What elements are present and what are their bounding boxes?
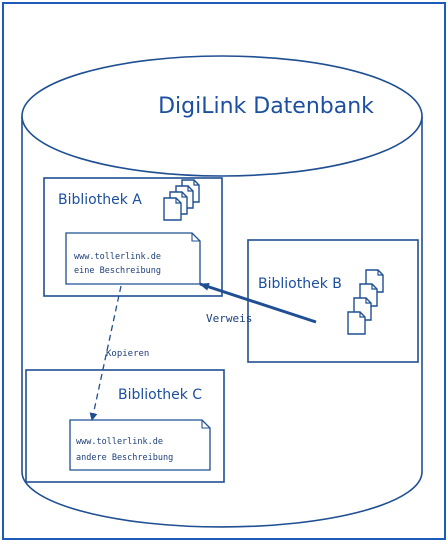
library-b-label: Bibliothek B [258, 276, 342, 292]
link-c-description: andere Beschreibung [76, 453, 173, 463]
library-c-label: Bibliothek C [118, 387, 202, 403]
library-a-label: Bibliothek A [58, 192, 142, 208]
reference-edge-label: Verweis [206, 312, 252, 325]
link-c-url: www.tollerlink.de [76, 437, 163, 447]
link-card-a: www.tollerlink.de eine Beschreibung [65, 232, 201, 285]
link-card-c: www.tollerlink.de andere Beschreibung [69, 419, 211, 471]
copy-edge [89, 285, 122, 421]
library-b-box: Bibliothek B [247, 239, 419, 363]
outer-frame [2, 2, 446, 540]
link-a-url: www.tollerlink.de [74, 252, 161, 262]
reference-edge [199, 282, 317, 324]
copy-edge-label: Kopieren [106, 349, 149, 359]
link-a-description: eine Beschreibung [74, 266, 161, 276]
database-title: DigiLink Datenbank [158, 94, 374, 119]
